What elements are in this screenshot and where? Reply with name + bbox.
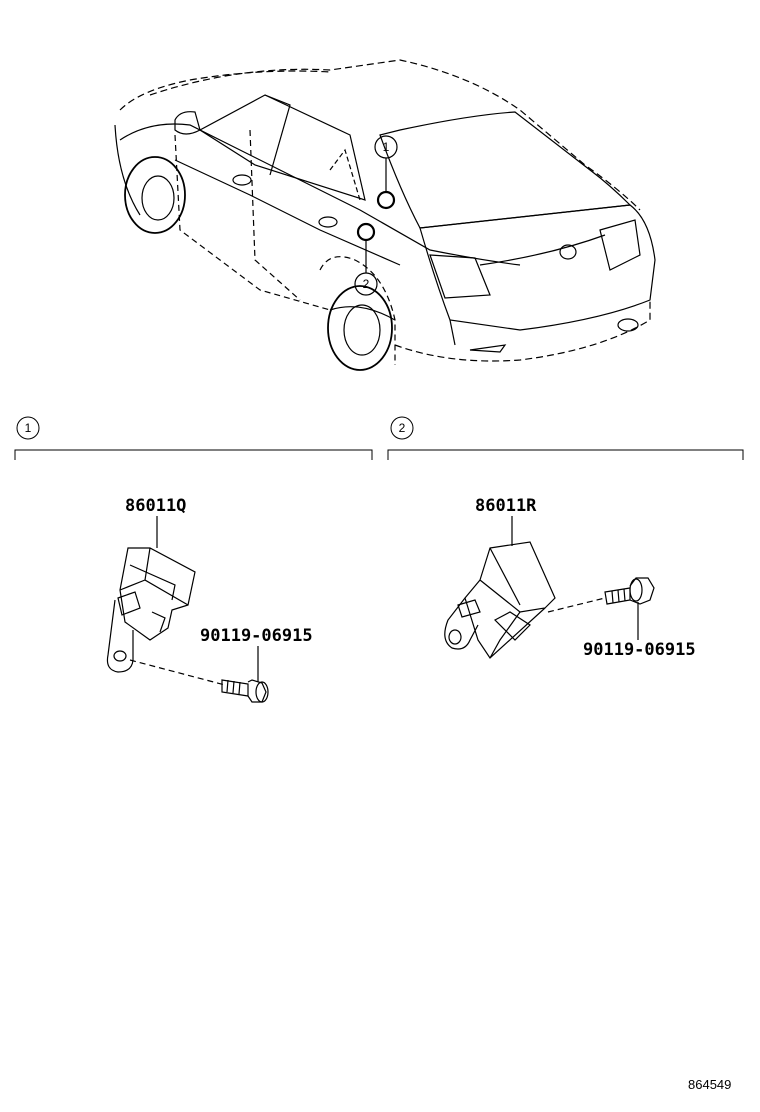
tail-light-left [429, 254, 491, 299]
car-roof [149, 59, 641, 211]
mounting-hole [448, 629, 462, 645]
side-window-front [198, 94, 366, 201]
location-marker-1 [376, 190, 396, 210]
exhaust [617, 318, 639, 332]
section-1-header: 1 [14, 416, 373, 460]
rear-emblem [559, 244, 577, 260]
part-number-86011q: 86011Q [125, 496, 187, 516]
door-handle-front [232, 174, 252, 186]
bolt-2 [604, 577, 655, 605]
section-2-header: 2 [387, 416, 744, 460]
part-number-86011r: 86011R [475, 496, 537, 516]
side-mirror [174, 111, 201, 135]
rear-wheel [327, 285, 393, 371]
camera-module-part [444, 516, 655, 659]
callout-1: 1 [374, 135, 398, 210]
mounting-tab [444, 597, 479, 650]
tail-light-right [599, 219, 641, 271]
bolt-number-2: 90119-06915 [583, 640, 696, 660]
section-headers: 1 2 [14, 416, 744, 460]
front-wheel [124, 156, 186, 234]
section-2-number: 2 [399, 421, 406, 435]
bolt-1 [221, 679, 269, 703]
bracket-arm [106, 599, 134, 673]
door-handle-rear [318, 216, 338, 228]
camera-bracket-part [106, 516, 269, 703]
callout-1-number: 1 [383, 140, 390, 154]
bracket-hole [113, 650, 127, 662]
trunk [419, 204, 656, 331]
callout-2: 2 [354, 222, 378, 296]
diagram-id: 864549 [688, 1077, 732, 1092]
rear-bumper [394, 300, 651, 362]
rear-window [379, 111, 632, 229]
callout-2-number: 2 [363, 277, 370, 291]
car-illustration: 1 2 [114, 59, 656, 371]
section-1-number: 1 [25, 421, 32, 435]
bolt-number-1: 90119-06915 [200, 626, 313, 646]
car-body-side [119, 123, 521, 266]
